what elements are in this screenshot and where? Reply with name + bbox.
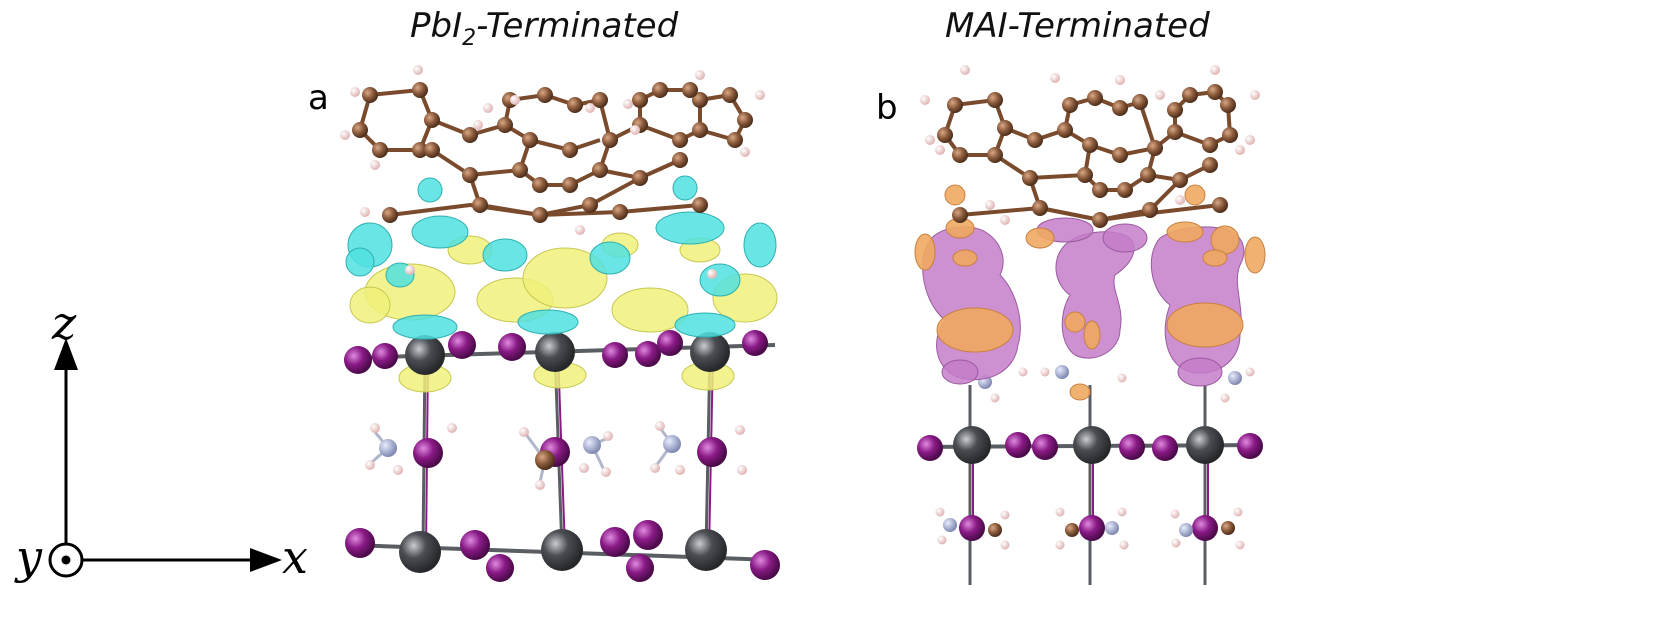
panel-b-title: MAI-Terminated bbox=[945, 6, 1210, 46]
upper-iodine-row-a bbox=[344, 330, 768, 374]
z-axis-arrowhead bbox=[54, 338, 78, 370]
lower-iodine-row bbox=[345, 520, 780, 582]
title-a-main: PbI bbox=[410, 6, 463, 46]
panel-b-label: b bbox=[876, 88, 898, 128]
organic-hydrogens-a bbox=[340, 65, 765, 279]
panel-a-label: a bbox=[308, 78, 329, 118]
methylammonium-a bbox=[365, 421, 747, 490]
z-axis-label: z bbox=[52, 296, 77, 350]
organic-carbons-a bbox=[352, 82, 753, 223]
lead-row-b bbox=[953, 426, 1224, 464]
panel-b-structure bbox=[914, 65, 1266, 585]
title-b-main: MAI-Terminated bbox=[945, 6, 1210, 46]
title-a-sub: 2 bbox=[462, 25, 477, 51]
panel-a-structure bbox=[340, 65, 780, 582]
title-a-rest: -Terminated bbox=[476, 6, 679, 46]
x-axis-arrowhead bbox=[250, 548, 282, 572]
organic-carbons-b bbox=[937, 84, 1238, 228]
methylammonium-b bbox=[935, 507, 1245, 550]
panel-a-title: PbI2-Terminated bbox=[410, 6, 678, 51]
x-axis-label: x bbox=[282, 530, 308, 584]
y-axis-label: y bbox=[16, 530, 42, 584]
upper-lead-row-a bbox=[405, 332, 730, 375]
y-axis-dot bbox=[61, 555, 71, 565]
organic-hydrogens-b bbox=[920, 65, 1260, 225]
coordinate-axes bbox=[48, 338, 282, 578]
iodine-row-b bbox=[917, 432, 1263, 461]
lower-lead-row bbox=[399, 529, 727, 573]
